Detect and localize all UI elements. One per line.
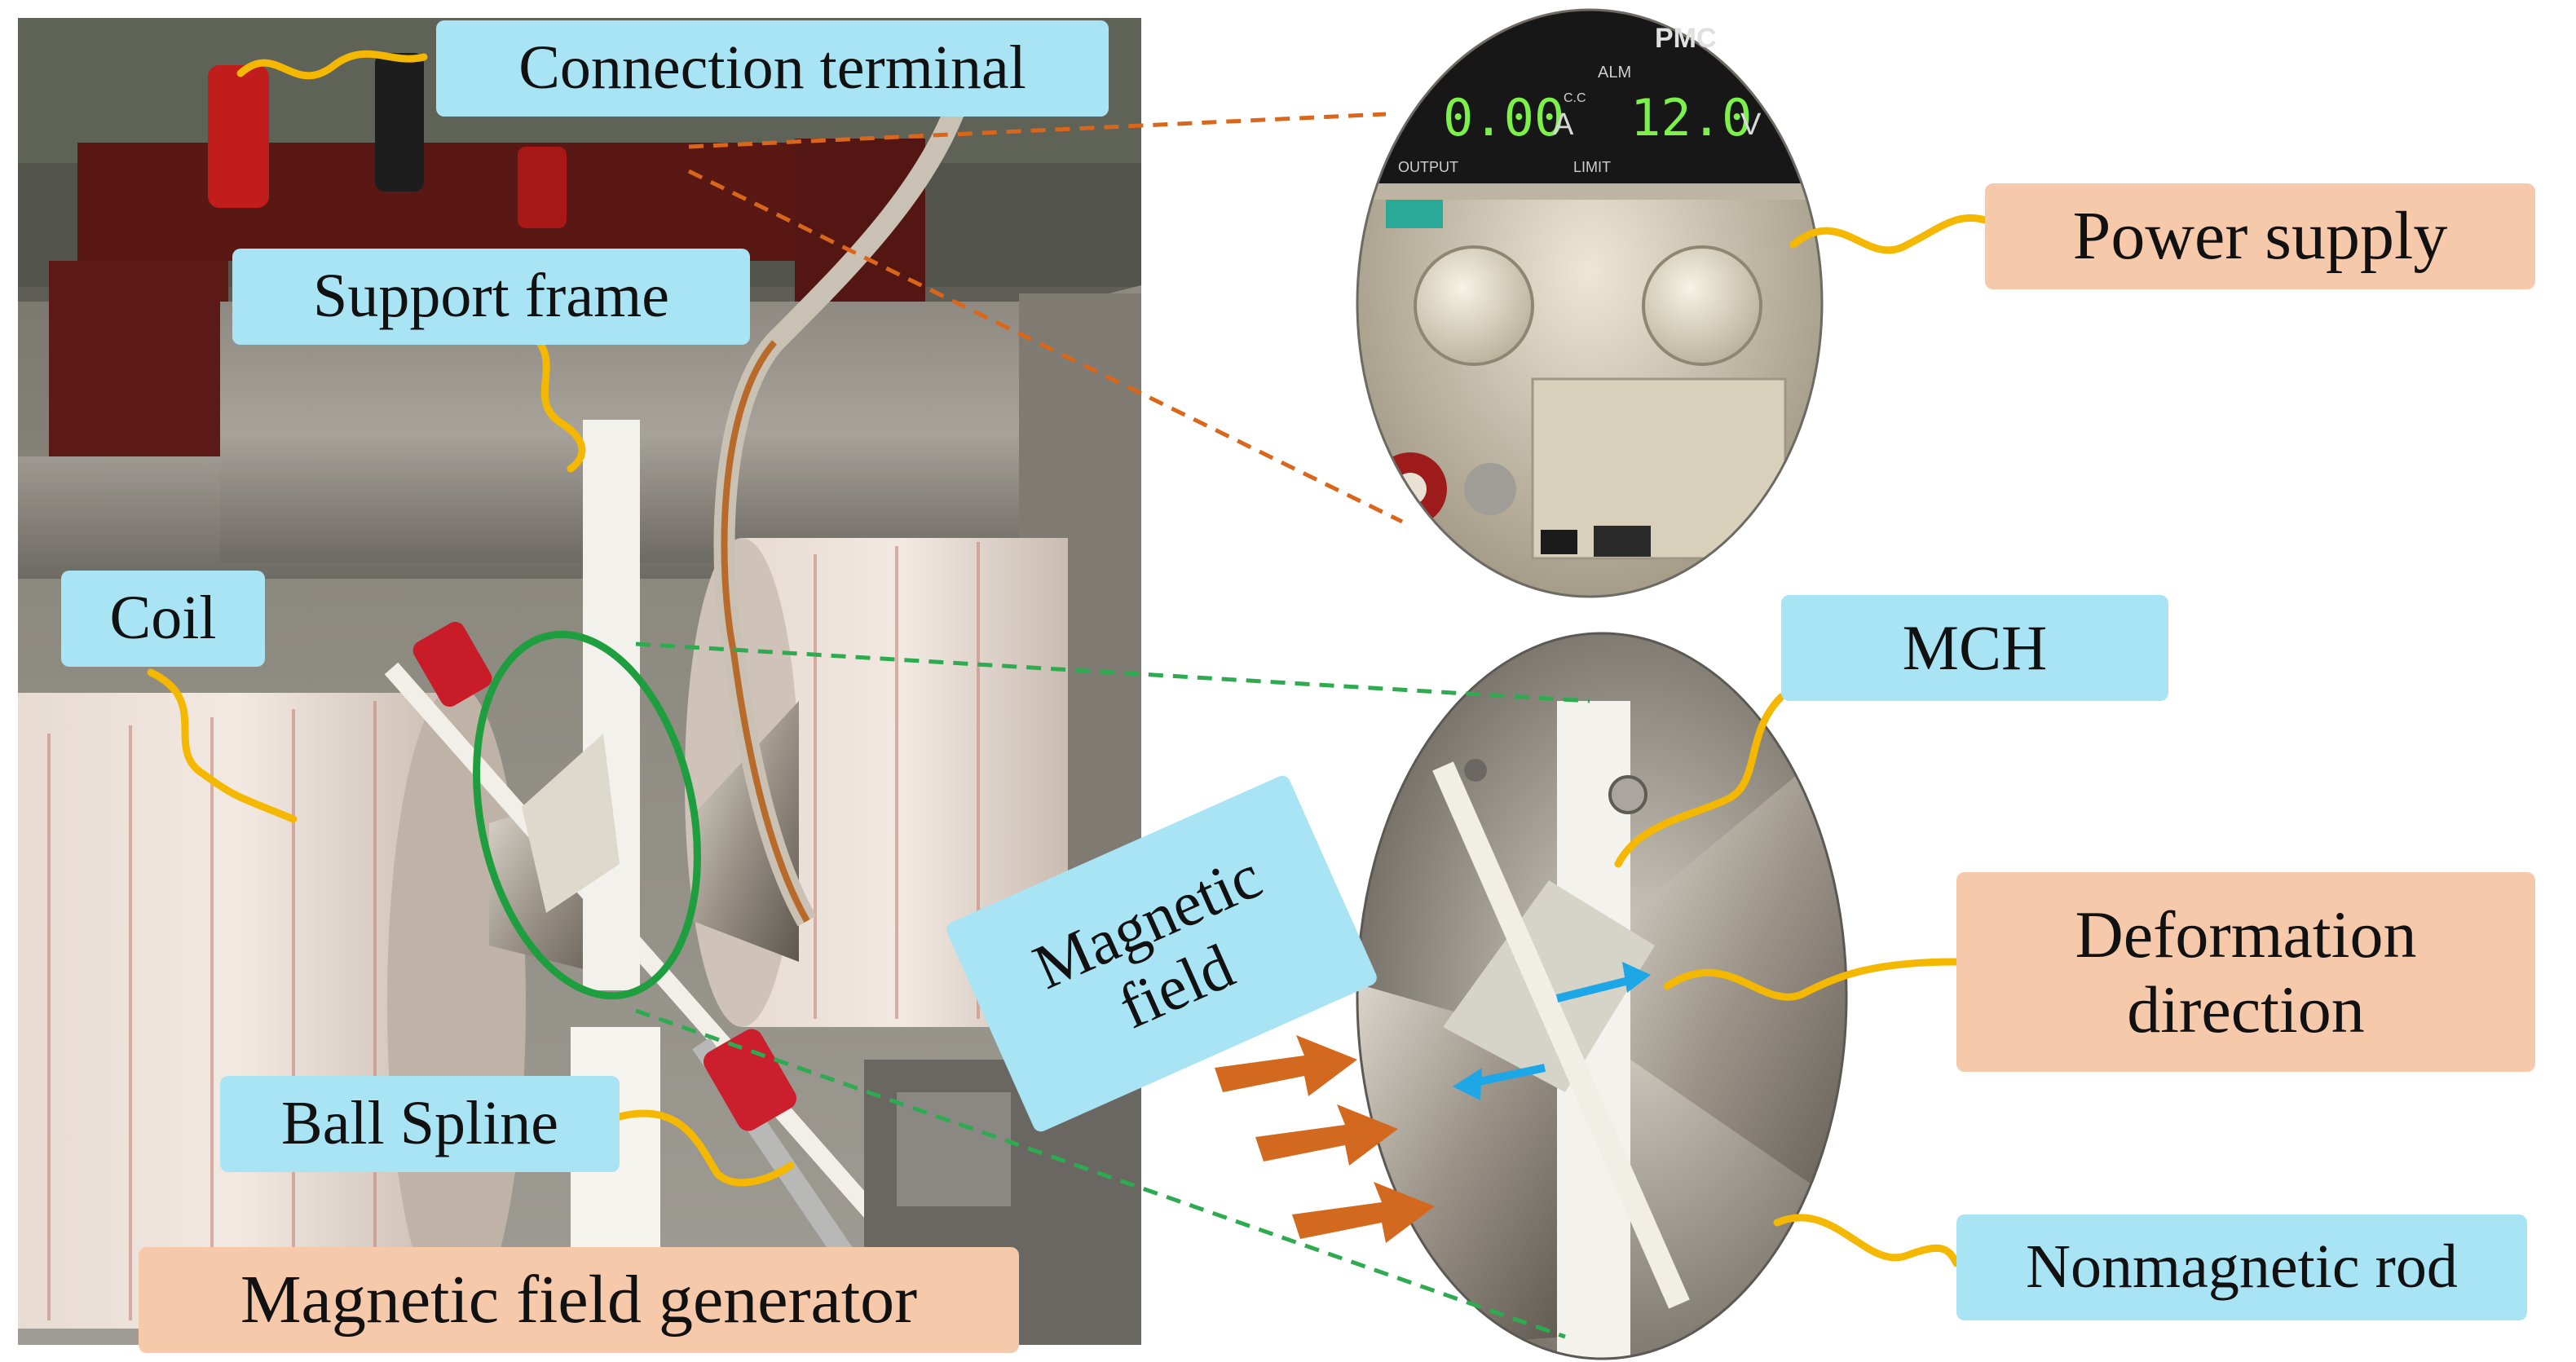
leader-lines bbox=[147, 50, 1989, 1267]
force-arrows bbox=[1215, 1035, 1435, 1243]
power-supply-alarm: ALM bbox=[1598, 64, 1632, 82]
ball-spline-label: Ball Spline bbox=[220, 1076, 620, 1172]
connection-terminal-label: Connection terminal bbox=[436, 20, 1109, 117]
current-unit: A bbox=[1553, 108, 1574, 142]
deformation-direction-label: Deformation direction bbox=[1956, 872, 2535, 1072]
limit-label: LIMIT bbox=[1573, 159, 1612, 175]
power-supply-photo bbox=[1357, 10, 1822, 597]
deformation-arrows bbox=[1453, 962, 1651, 1100]
mch-highlight-ellipse bbox=[473, 630, 701, 1000]
cc-indicator: C.C bbox=[1564, 91, 1586, 105]
power-supply-label: Power supply bbox=[1985, 183, 2535, 289]
deformation-direction-label-line2: direction bbox=[2127, 972, 2365, 1047]
output-label: OUTPUT bbox=[1398, 159, 1458, 175]
current-display: 0.00 bbox=[1443, 88, 1565, 148]
dashed-connectors bbox=[635, 112, 1590, 1339]
force-arrow-1 bbox=[1215, 1035, 1357, 1096]
force-arrow-3 bbox=[1292, 1182, 1435, 1243]
coil-label: Coil bbox=[61, 571, 265, 667]
force-arrow-2 bbox=[1255, 1104, 1398, 1166]
magnetic-field-generator-label: Magnetic field generator bbox=[139, 1247, 1019, 1353]
deformation-direction-label-line1: Deformation bbox=[2075, 897, 2417, 972]
nonmagnetic-rod-label: Nonmagnetic rod bbox=[1956, 1214, 2527, 1320]
mch-label: MCH bbox=[1781, 595, 2168, 701]
power-supply-brand: PMC bbox=[1655, 23, 1717, 54]
voltage-display: 12.0 bbox=[1630, 88, 1753, 148]
voltage-unit: V bbox=[1740, 108, 1762, 142]
support-frame-label: Support frame bbox=[232, 249, 750, 345]
